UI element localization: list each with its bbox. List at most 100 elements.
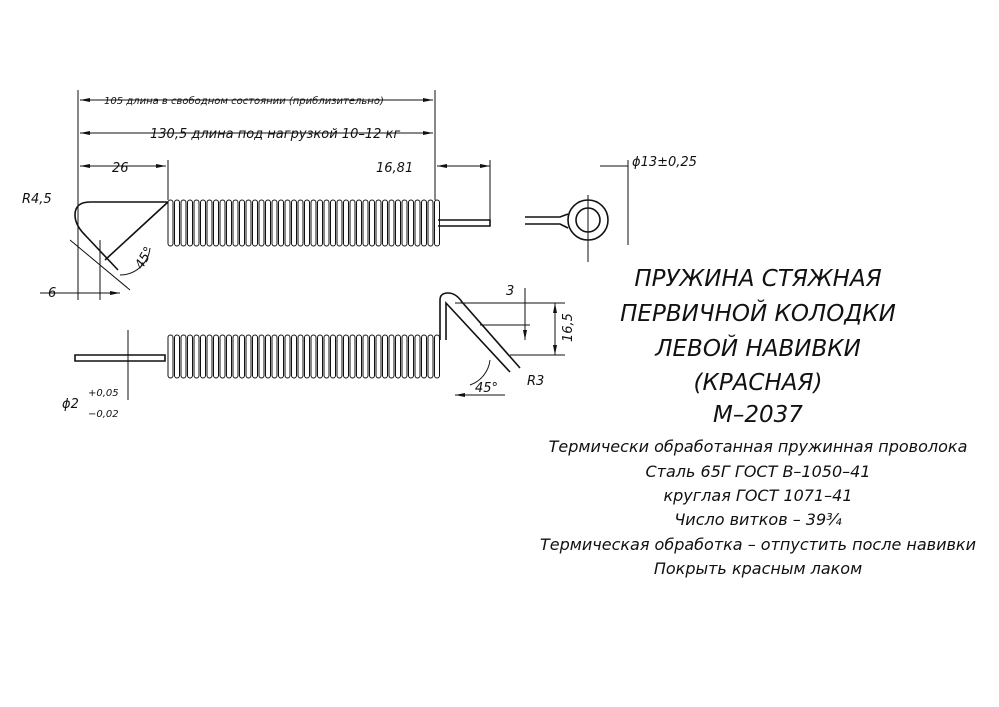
spring-coil bbox=[239, 199, 245, 247]
spring-coil bbox=[401, 334, 408, 379]
spring-coil bbox=[265, 334, 271, 379]
spring-coil bbox=[174, 199, 180, 247]
radius-left-label: R4,5 bbox=[22, 192, 52, 207]
spring-coil bbox=[375, 334, 382, 379]
spring-coil bbox=[193, 334, 200, 379]
spring-coil bbox=[349, 199, 356, 247]
title-line: ПРУЖИНА СТЯЖНАЯ bbox=[634, 266, 881, 292]
spring-coil bbox=[174, 334, 180, 379]
spring-coil bbox=[271, 199, 278, 247]
spring-coil bbox=[349, 334, 356, 379]
spring-coil bbox=[323, 334, 330, 379]
spring-coil bbox=[421, 334, 427, 379]
spring-coil bbox=[395, 334, 401, 379]
spring-coil bbox=[304, 199, 310, 247]
spring-coil bbox=[330, 199, 336, 247]
spring-coil bbox=[245, 334, 252, 379]
spring-coil bbox=[375, 199, 382, 247]
spring-coil bbox=[317, 334, 323, 379]
spring-coil bbox=[336, 334, 343, 379]
spring-coil bbox=[414, 199, 421, 247]
spring-coil bbox=[252, 199, 258, 247]
spec-line: Термически обработанная пружинная провол… bbox=[549, 437, 968, 456]
spring-coil bbox=[180, 199, 187, 247]
spring-coil bbox=[343, 199, 349, 247]
spring-coil bbox=[434, 334, 440, 379]
spring-coil bbox=[193, 199, 200, 247]
spring-coil bbox=[206, 199, 213, 247]
spring-coil bbox=[265, 199, 271, 247]
spring-coil bbox=[219, 334, 226, 379]
spring-coil bbox=[213, 199, 219, 247]
hook-length-label: 26 bbox=[112, 161, 129, 176]
spring-coil bbox=[369, 199, 375, 247]
spring-coil bbox=[362, 334, 369, 379]
spring-coil bbox=[284, 334, 291, 379]
spring-coil bbox=[414, 334, 421, 379]
spring-coil bbox=[310, 334, 317, 379]
title-line: ЛЕВОЙ НАВИВКИ bbox=[654, 334, 861, 362]
spec-line: Сталь 65Г ГОСТ В–1050–41 bbox=[646, 462, 871, 481]
gap-label: 3 bbox=[506, 284, 514, 299]
spring-coil bbox=[408, 199, 414, 247]
spring-coil bbox=[304, 334, 310, 379]
loaded-length-label: 130,5 длина под нагрузкой 10–12 кг bbox=[150, 127, 400, 142]
spring-coil bbox=[200, 199, 206, 247]
free-length-label: 105 длина в свободном состоянии (приблиз… bbox=[104, 95, 384, 107]
spring-coil bbox=[388, 334, 395, 379]
spec-line: Покрыть красным лаком bbox=[654, 559, 862, 578]
spring-coil bbox=[291, 199, 297, 247]
spring-coil bbox=[252, 334, 258, 379]
spring-coil bbox=[310, 199, 317, 247]
spring-coil bbox=[382, 199, 388, 247]
spring-coil bbox=[408, 334, 414, 379]
spring-coil bbox=[297, 334, 304, 379]
spring-hooks bbox=[74, 195, 609, 373]
spring-coil bbox=[434, 199, 440, 247]
spring-coil bbox=[395, 199, 401, 247]
spring-coil bbox=[297, 199, 304, 247]
angle-right-label: 45° bbox=[475, 381, 498, 396]
spring-coil bbox=[401, 199, 408, 247]
spring-coil bbox=[232, 334, 239, 379]
title-line: ПЕРВИЧНОЙ КОЛОДКИ bbox=[620, 299, 896, 327]
spring-coil bbox=[427, 199, 434, 247]
radius-right-label: R3 bbox=[527, 374, 544, 389]
spec-line: Число витков – 39¾ bbox=[674, 510, 842, 529]
spring-coil bbox=[226, 334, 232, 379]
spring-coil bbox=[317, 199, 323, 247]
spring-coil bbox=[245, 199, 252, 247]
spring-coil bbox=[278, 199, 284, 247]
spring-coil bbox=[258, 334, 265, 379]
spring-coil bbox=[167, 199, 174, 247]
spring-coil bbox=[187, 199, 193, 247]
spring-coil bbox=[382, 334, 388, 379]
spring-coil bbox=[330, 334, 336, 379]
spring-coil bbox=[388, 199, 395, 247]
spring-coil bbox=[226, 199, 232, 247]
wire-diameter-label: ϕ2 bbox=[62, 397, 79, 412]
spring-coil bbox=[336, 199, 343, 247]
spring-coils bbox=[167, 199, 440, 379]
tol-lower-label: −0,02 bbox=[88, 409, 119, 420]
spring-coil bbox=[323, 199, 330, 247]
spring-coil bbox=[369, 334, 375, 379]
angle-left-label: 45° bbox=[132, 245, 157, 272]
spring-coil bbox=[356, 334, 362, 379]
spring-coil bbox=[421, 199, 427, 247]
spring-coil bbox=[200, 334, 206, 379]
spec-line: круглая ГОСТ 1071–41 bbox=[663, 486, 852, 505]
spring-coil bbox=[278, 334, 284, 379]
spring-coil bbox=[291, 334, 297, 379]
spring-coil bbox=[271, 334, 278, 379]
spring-coil bbox=[258, 199, 265, 247]
spring-coil bbox=[362, 199, 369, 247]
title-line: М–2037 bbox=[713, 402, 803, 428]
spring-coil bbox=[343, 334, 349, 379]
spring-coil bbox=[239, 334, 245, 379]
spring-coil bbox=[167, 334, 174, 379]
title-line: (КРАСНАЯ) bbox=[694, 370, 823, 396]
spring-coil bbox=[187, 334, 193, 379]
